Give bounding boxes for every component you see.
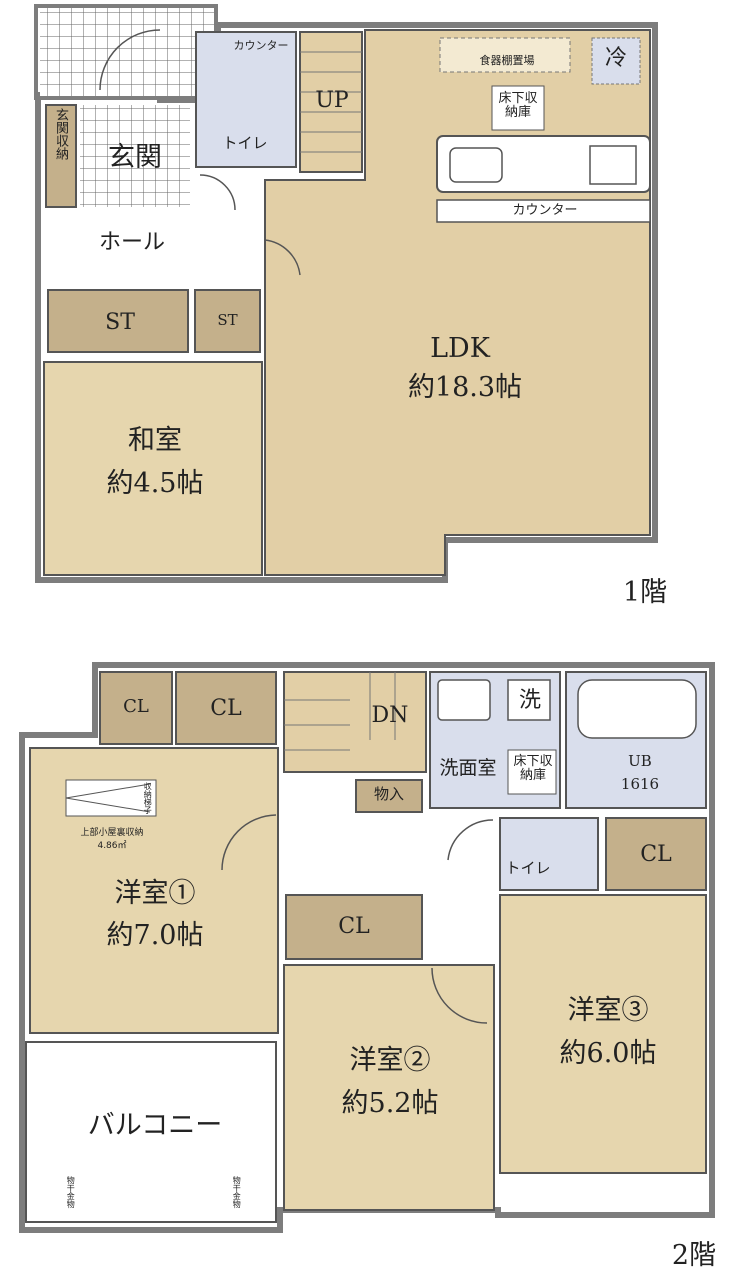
fridge-label: 冷 (604, 46, 627, 71)
washitsu-size: 約4.5帖 (106, 468, 204, 499)
room3 (499, 894, 707, 1174)
ub-name: UB (628, 752, 652, 770)
cl-4 (285, 894, 423, 960)
st-left (47, 289, 189, 353)
washer (507, 679, 551, 721)
floor2-label: 2階 (671, 1240, 717, 1271)
toilet-door-2f (447, 819, 494, 861)
bathtub (577, 679, 697, 739)
attic-storage-label: 上部小屋裏収納 (80, 828, 144, 838)
room1-name: 洋室① (114, 878, 196, 909)
hall-label: ホール (98, 230, 165, 255)
sink-icon (449, 147, 503, 183)
cl-1 (99, 671, 173, 745)
underfloor-storage-1f (491, 85, 545, 131)
genkan-label: 玄関 (108, 142, 162, 173)
counter-small-label: カウンター (233, 39, 289, 52)
underfloor-storage-2f (507, 749, 557, 795)
room2-door (431, 967, 488, 1024)
room1-door (221, 814, 277, 871)
st-right-label: ST (217, 311, 238, 329)
up-label: UP (315, 88, 349, 113)
toilet-2f-label: トイレ (505, 859, 551, 877)
cl-3-label: CL (640, 842, 672, 867)
floor2 (19, 662, 715, 1233)
senmen-label: 洗面室 (439, 757, 497, 779)
cl-4-label: CL (338, 914, 370, 939)
room1-size: 約7.0帖 (106, 920, 204, 951)
toilet-2f (499, 817, 599, 891)
drying-left-label: 物干金物 (66, 1176, 76, 1208)
stove-icon (589, 145, 637, 185)
ldk-name: LDK (430, 333, 490, 364)
cl-3 (605, 817, 707, 891)
room3-size: 約6.0帖 (559, 1038, 657, 1069)
room3-name: 洋室③ (567, 995, 649, 1026)
washitsu (43, 361, 263, 576)
dish-shelf (439, 37, 571, 73)
cl-1-label: CL (123, 696, 149, 717)
porch-tile (40, 8, 218, 98)
attic-ladder-label: 収納梯子 (143, 782, 153, 814)
toilet-door-1f (199, 174, 236, 211)
floor1 (34, 4, 658, 583)
toilet-1f-label: トイレ (222, 134, 268, 152)
toilet-1f (195, 31, 297, 168)
floor1-label: 1階 (622, 577, 668, 608)
st-left-label: ST (105, 310, 135, 335)
drying-right-label: 物干金物 (232, 1176, 242, 1208)
monoire-label: 物入 (373, 785, 404, 803)
dn-label: DN (371, 703, 409, 728)
ldk-door (264, 239, 301, 276)
room2-size: 約5.2帖 (341, 1088, 439, 1119)
entry-door (99, 29, 161, 91)
ub-size: 1616 (620, 775, 660, 793)
underfloor-storage-1f-label: 床下収納庫 (498, 91, 538, 120)
vanity-sink (437, 679, 491, 721)
wash-label: 洗 (518, 688, 541, 713)
counter-label: カウンター (512, 203, 578, 218)
cl-2-label: CL (210, 696, 242, 721)
genkan-storage (45, 104, 77, 208)
hall (44, 210, 262, 285)
kitchen-counter (436, 135, 651, 193)
genkan-tile (80, 105, 190, 207)
ldk-size: 約18.3帖 (407, 372, 523, 403)
room2 (283, 964, 495, 1211)
fridge (591, 37, 641, 85)
cl-2 (175, 671, 277, 745)
stairs-2f (283, 671, 427, 773)
genkan-storage-label: 玄関収納 (52, 108, 68, 160)
washitsu-name: 和室 (128, 425, 182, 456)
dish-shelf-label: 食器棚置場 (479, 54, 535, 67)
room2-name: 洋室② (349, 1045, 431, 1076)
st-right (194, 289, 261, 353)
stairs-1f (299, 31, 363, 173)
attic-area-label: 4.86㎡ (97, 841, 127, 851)
balcony-label: バルコニー (87, 1110, 223, 1141)
balcony (25, 1041, 277, 1223)
underfloor-storage-2f-label: 床下収納庫 (513, 754, 553, 783)
monoire (355, 779, 423, 813)
